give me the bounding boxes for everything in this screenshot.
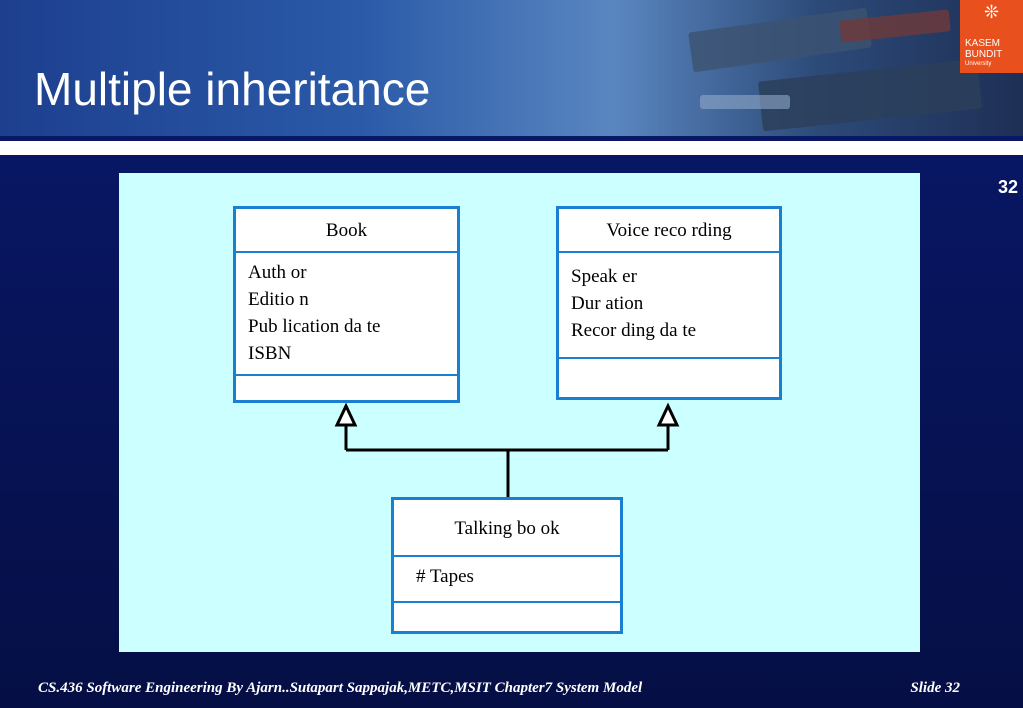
diagram-canvas: Book Auth or Editio n Pub lication da te… [119, 173, 920, 652]
generalization-arrow-voice-recording [656, 402, 680, 427]
class-voice-recording[interactable]: Voice reco rding Speak er Dur ation Reco… [556, 206, 782, 400]
inheritance-connectors [334, 402, 680, 498]
logo-line-1: KASEM [965, 38, 1001, 49]
logo-line-2: BUNDIT [965, 49, 1003, 60]
class-talking-book-name: Talking bo ok [454, 518, 560, 539]
slide-number: 32 [997, 177, 1018, 197]
attribute: ISBN [248, 343, 292, 364]
sunburst-icon: ❊ [983, 2, 1000, 22]
class-operations [236, 376, 457, 400]
class-name: Voice reco rding [559, 209, 779, 253]
footer-course-info: CS.436 Software Engineering By Ajarn..Su… [38, 680, 643, 696]
slide-title: Multiple inheritance [34, 63, 431, 115]
attribute: Dur ation [571, 293, 644, 314]
header-divider [0, 141, 1023, 155]
logo-line-3: University [965, 61, 992, 67]
attribute: Auth or [248, 262, 307, 283]
attribute: Speak er [571, 266, 637, 287]
class-book-name: Book [325, 220, 368, 241]
generalization-arrow-book [334, 402, 358, 427]
class-operations [394, 603, 620, 631]
class-name: Talking bo ok [394, 500, 620, 557]
header-banner: Multiple inheritance [0, 0, 1023, 136]
class-name: Book [236, 209, 457, 253]
class-book[interactable]: Book Auth or Editio n Pub lication da te… [233, 206, 460, 403]
attribute: # Tapes [416, 566, 474, 587]
attribute: Recor ding da te [571, 320, 697, 341]
university-logo: ❊ KASEM BUNDIT University [960, 0, 1023, 73]
attribute: Editio n [248, 289, 309, 310]
attribute: Pub lication da te [248, 316, 381, 337]
class-attributes: # Tapes [394, 557, 620, 603]
class-voice-recording-name: Voice reco rding [606, 220, 732, 241]
footer-slide-number: Slide 32 [910, 680, 960, 696]
class-attributes: Auth or Editio n Pub lication da te ISBN [236, 253, 457, 376]
class-attributes: Speak er Dur ation Recor ding da te [559, 253, 779, 359]
class-operations [559, 359, 779, 397]
circuit-board-graphic [757, 58, 983, 132]
circuit-board-graphic [700, 95, 790, 109]
class-talking-book[interactable]: Talking bo ok # Tapes [391, 497, 623, 634]
